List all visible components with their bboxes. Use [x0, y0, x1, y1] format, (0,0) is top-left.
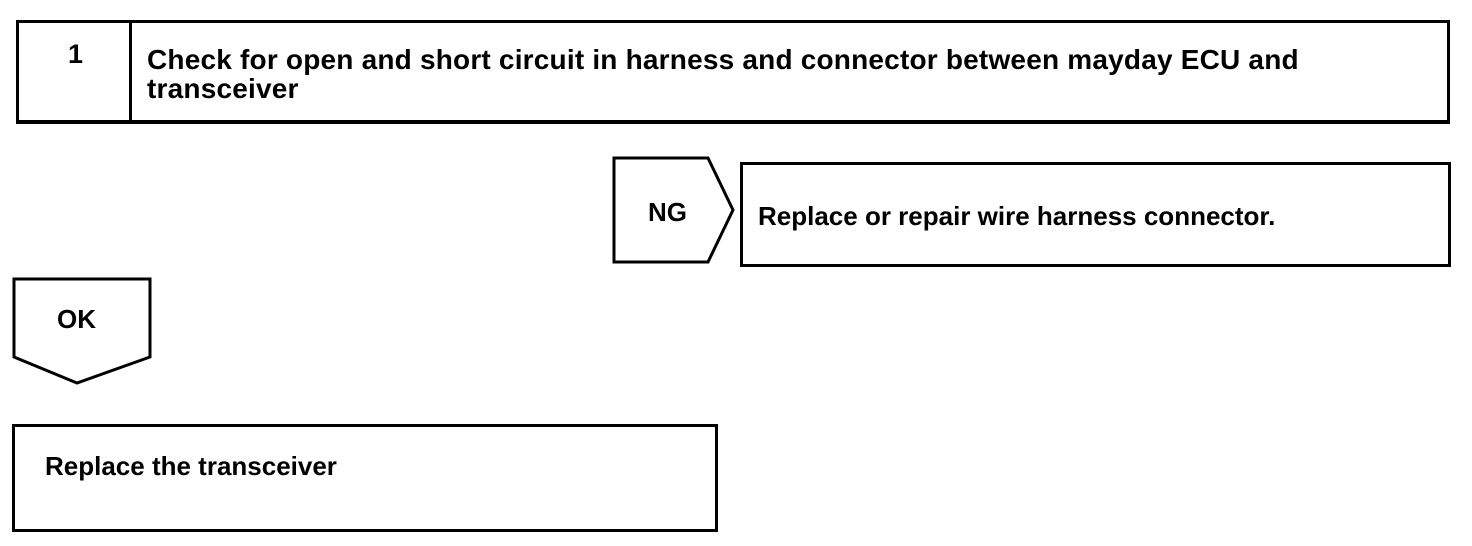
ng-arrow-tag	[612, 156, 735, 264]
ng-action-text: Replace or repair wire harness connector…	[758, 201, 1276, 231]
step-number-cell: 1	[19, 23, 132, 120]
ng-action-box: Replace or repair wire harness connector…	[740, 162, 1451, 267]
ok-arrow-tag	[12, 277, 152, 385]
ok-action-box: Replace the transceiver	[12, 424, 718, 532]
ok-action-text: Replace the transceiver	[45, 451, 337, 481]
step-box: 1 Check for open and short circuit in ha…	[16, 20, 1450, 124]
step-title: Check for open and short circuit in harn…	[147, 44, 1299, 104]
step-number: 1	[67, 39, 84, 69]
ok-label: OK	[57, 304, 96, 334]
ng-label: NG	[648, 197, 687, 227]
